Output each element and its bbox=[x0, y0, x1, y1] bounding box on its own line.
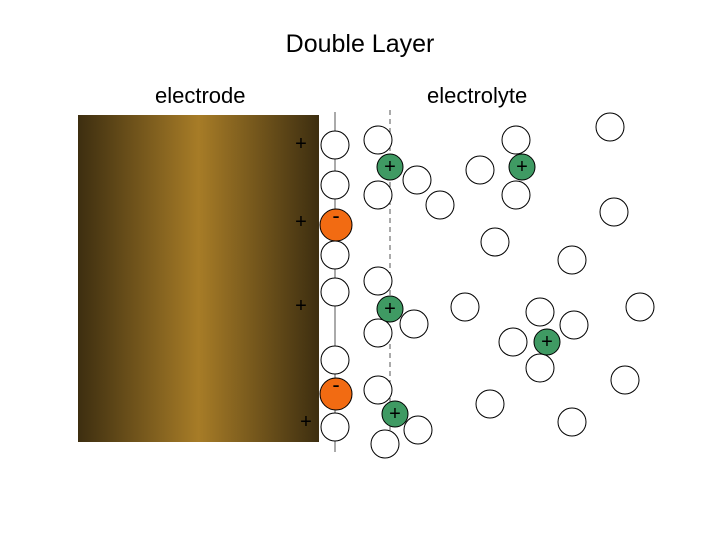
electrode-block bbox=[78, 115, 319, 442]
water-molecule bbox=[610, 365, 640, 395]
water-molecule bbox=[599, 197, 629, 227]
surface-charge-plus: + bbox=[295, 133, 307, 155]
water-molecule bbox=[625, 292, 655, 322]
water-molecule bbox=[320, 277, 350, 307]
water-molecule bbox=[363, 318, 393, 348]
water-molecules bbox=[320, 112, 655, 459]
water-molecule bbox=[525, 297, 555, 327]
ions: - - + + + + + bbox=[319, 153, 561, 428]
water-molecule bbox=[425, 190, 455, 220]
electrolyte-label: electrolyte bbox=[427, 83, 528, 108]
water-molecule bbox=[363, 375, 393, 405]
water-molecule bbox=[498, 327, 528, 357]
water-molecule bbox=[320, 240, 350, 270]
water-molecule bbox=[363, 180, 393, 210]
cation-ion: + bbox=[381, 400, 409, 428]
cation-ion: + bbox=[376, 295, 404, 323]
surface-charges: + + + + bbox=[295, 133, 312, 433]
cation-symbol: + bbox=[516, 156, 528, 178]
anion-ion: - bbox=[319, 203, 353, 242]
cation-symbol: + bbox=[384, 156, 396, 178]
surface-charge-plus: + bbox=[295, 295, 307, 317]
water-molecule bbox=[403, 415, 433, 445]
cation-symbol: + bbox=[541, 331, 553, 353]
water-molecule bbox=[480, 227, 510, 257]
cation-ion: + bbox=[376, 153, 404, 181]
anion-symbol: - bbox=[332, 372, 339, 397]
water-molecule bbox=[501, 125, 531, 155]
water-molecule bbox=[475, 389, 505, 419]
cation-ion: + bbox=[533, 328, 561, 356]
water-molecule bbox=[557, 245, 587, 275]
water-molecule bbox=[402, 165, 432, 195]
surface-charge-plus: + bbox=[300, 411, 312, 433]
cation-symbol: + bbox=[384, 298, 396, 320]
water-molecule bbox=[320, 412, 350, 442]
water-molecule bbox=[399, 309, 429, 339]
anion-ion: - bbox=[319, 372, 353, 411]
anion-symbol: - bbox=[332, 203, 339, 228]
electrode-label: electrode bbox=[155, 83, 246, 108]
water-molecule bbox=[363, 266, 393, 296]
water-molecule bbox=[320, 170, 350, 200]
water-molecule bbox=[557, 407, 587, 437]
water-molecule bbox=[363, 125, 393, 155]
water-molecule bbox=[595, 112, 625, 142]
water-molecule bbox=[465, 155, 495, 185]
water-molecule bbox=[450, 292, 480, 322]
surface-charge-plus: + bbox=[295, 211, 307, 233]
water-molecule bbox=[525, 353, 555, 383]
cation-ion: + bbox=[508, 153, 536, 181]
water-molecule bbox=[370, 429, 400, 459]
water-molecule bbox=[320, 345, 350, 375]
water-molecule bbox=[559, 310, 589, 340]
water-molecule bbox=[501, 180, 531, 210]
cation-symbol: + bbox=[389, 403, 401, 425]
water-molecule bbox=[320, 130, 350, 160]
diagram-title: Double Layer bbox=[285, 30, 435, 58]
